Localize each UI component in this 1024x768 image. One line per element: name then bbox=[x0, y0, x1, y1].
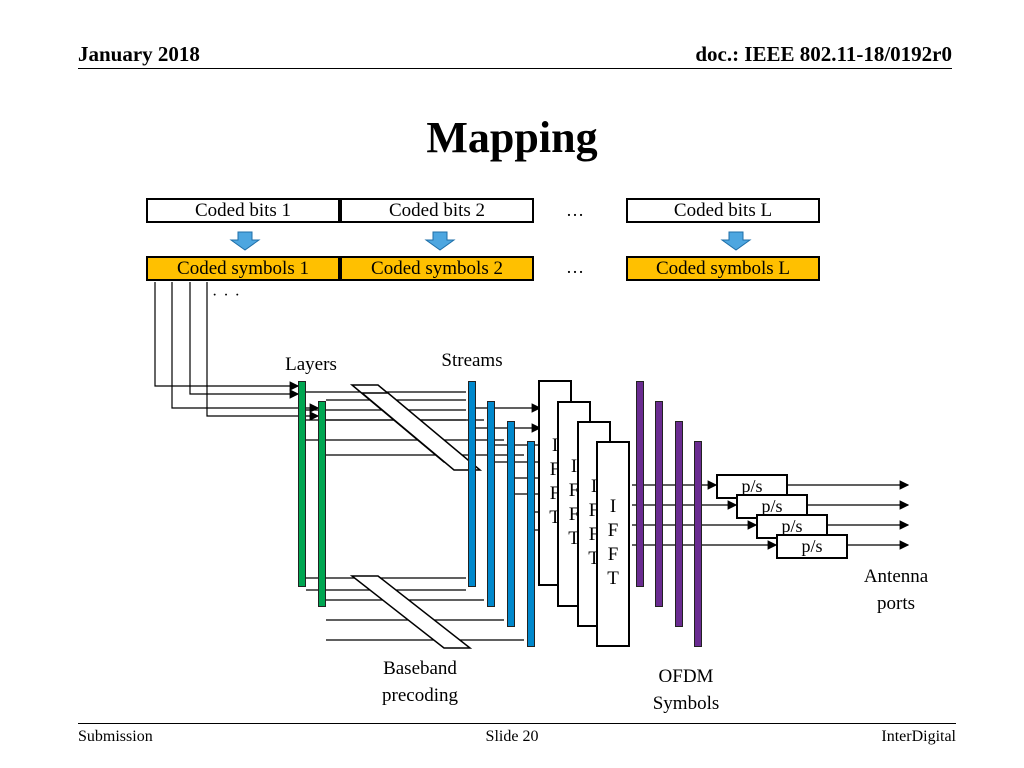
stream-bar-3 bbox=[507, 421, 515, 627]
ofdm-bar-3 bbox=[675, 421, 683, 627]
coded-symbols-2-box: Coded symbols 2 bbox=[340, 256, 534, 281]
antenna-ports-label: Antenna ports bbox=[863, 566, 929, 614]
ofdm-bar-4 bbox=[694, 441, 702, 647]
layer-bar-2 bbox=[318, 401, 326, 607]
ofdm-bar-1 bbox=[636, 381, 644, 587]
coded-symbols-ellipsis: … bbox=[566, 257, 584, 277]
streams-label: Streams bbox=[441, 350, 503, 371]
layer-bar-1 bbox=[298, 381, 306, 587]
header-doc-id: doc.: IEEE 802.11-18/0192r0 bbox=[695, 42, 952, 66]
ps-to-antenna-lines bbox=[788, 480, 910, 550]
coded-bits-2-box: Coded bits 2 bbox=[340, 198, 534, 223]
ps-block-3: p/s bbox=[756, 514, 828, 539]
coded-bits-ellipsis: … bbox=[566, 200, 584, 220]
symbol-fanout-ellipsis: · · · bbox=[212, 287, 241, 304]
coded-symbols-L-box: Coded symbols L bbox=[626, 256, 820, 281]
slide-title: Mapping bbox=[426, 113, 598, 162]
down-arrow-2 bbox=[424, 231, 456, 251]
precoding-blocks bbox=[349, 384, 483, 649]
ofdm-symbols-label: OFDM Symbols bbox=[652, 666, 720, 714]
symbol-to-layer-lines bbox=[154, 282, 320, 421]
ofdm-bar-2 bbox=[655, 401, 663, 607]
header-date: January 2018 bbox=[78, 42, 200, 66]
coded-bits-1-box: Coded bits 1 bbox=[146, 198, 340, 223]
coded-bits-L-box: Coded bits L bbox=[626, 198, 820, 223]
footer-divider bbox=[78, 723, 956, 724]
header-divider bbox=[78, 68, 952, 69]
stream-bar-2 bbox=[487, 401, 495, 607]
baseband-precoding-label: Baseband precoding bbox=[382, 658, 458, 706]
footer-slide-number: Slide 20 bbox=[485, 728, 539, 745]
coded-symbols-1-box: Coded symbols 1 bbox=[146, 256, 340, 281]
layers-label: Layers bbox=[285, 354, 337, 375]
footer-submission: Submission bbox=[78, 728, 153, 745]
stream-bar-4 bbox=[527, 441, 535, 647]
down-arrow-L bbox=[720, 231, 752, 251]
footer-company: InterDigital bbox=[881, 728, 956, 745]
down-arrow-1 bbox=[229, 231, 261, 251]
stream-bar-1 bbox=[468, 381, 476, 587]
ps-block-4: p/s bbox=[776, 534, 848, 559]
